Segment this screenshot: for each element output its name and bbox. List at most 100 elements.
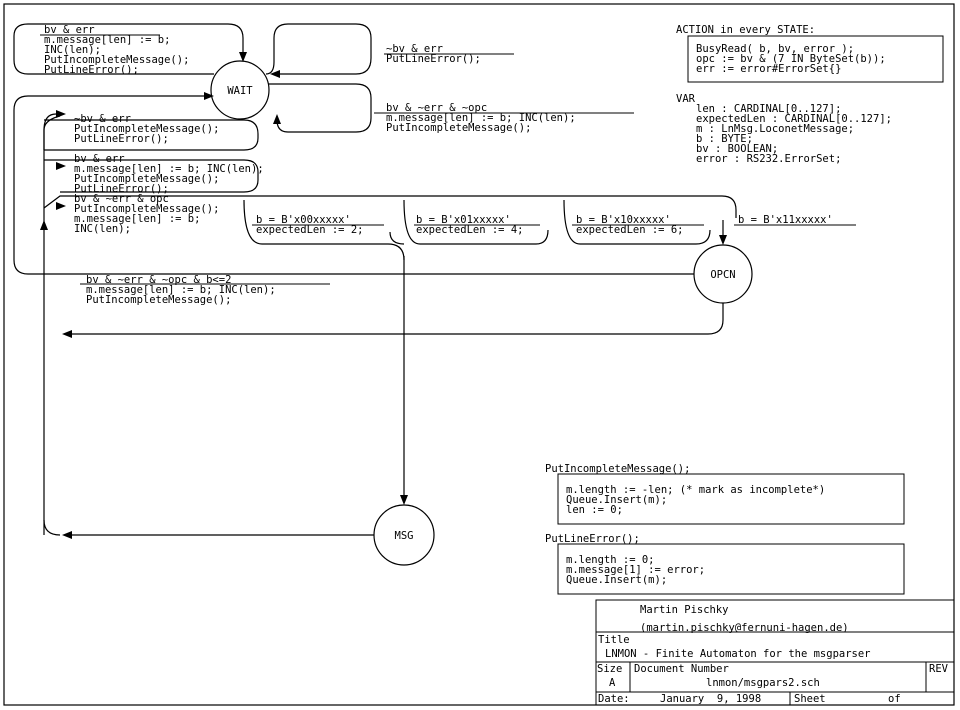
- label-t3-line: m.message[len] := b; INC(len);: [386, 112, 576, 124]
- label-t10: b = B'x11xxxxx': [738, 214, 833, 226]
- edge-msg-return-corner: [43, 519, 61, 536]
- label-t7-line: b = B'x00xxxxx': [256, 214, 351, 226]
- proc-lineerror-line: Queue.Insert(m);: [566, 574, 667, 586]
- label-t11-line: PutIncompleteMessage();: [86, 294, 231, 306]
- proc-incomplete-line: m.length := -len; (* mark as incomplete*…: [566, 484, 825, 496]
- edge-t2: [265, 23, 372, 75]
- edge-t9: [563, 199, 711, 245]
- title-block-frame: [595, 599, 955, 706]
- edge-t1: [13, 23, 244, 75]
- edge-msg-return-arrow: [62, 531, 72, 539]
- label-t2-line: ~bv & err: [386, 43, 443, 55]
- title-text: LNMON - Finite Automaton for the msgpars…: [605, 648, 871, 660]
- label-t1-line: PutLineError();: [44, 64, 139, 76]
- docnum-label: Document Number: [634, 663, 729, 675]
- proc-lineerror-box: [557, 543, 905, 595]
- edge-t6: [43, 195, 737, 218]
- label-t6-line: bv & ~err & opc: [74, 193, 169, 205]
- sheet-border: [3, 3, 955, 706]
- action-line: BusyRead( b, bv, error );: [696, 43, 854, 55]
- edge-opcn-to-wait: [13, 95, 694, 275]
- edge-opcn-return: [70, 303, 724, 335]
- author-email: (martin.pischky@fernuni-hagen.de): [640, 622, 849, 634]
- label-t7: b = B'x00xxxxx' expectedLen := 2;: [256, 214, 363, 236]
- edge-opcn-return-arrow: [62, 330, 72, 338]
- title-label: Title: [598, 634, 630, 646]
- proc-lineerror-header: PutLineError();: [545, 533, 640, 545]
- edge-t3: [268, 83, 372, 133]
- docnum-value: lnmon/msgpars2.sch: [706, 677, 820, 689]
- edge-t6-arrow: [56, 202, 66, 210]
- var-line: bv : BOOLEAN;: [696, 143, 778, 155]
- author-name: Martin Pischky: [640, 604, 729, 616]
- action-line: opc := bv & (7 IN ByteSet(b));: [696, 53, 886, 65]
- var-line: error : RS232.ErrorSet;: [696, 153, 841, 165]
- label-t4-line: ~bv & err: [74, 113, 131, 125]
- label-t8: b = B'x01xxxxx' expectedLen := 4;: [416, 214, 523, 236]
- label-t7-line: expectedLen := 2;: [256, 224, 363, 236]
- label-t3-line: PutIncompleteMessage();: [386, 122, 531, 134]
- proc-incomplete-line: len := 0;: [566, 504, 623, 516]
- label-t6-line: m.message[len] := b;: [74, 213, 200, 225]
- action-header: ACTION in every STATE:: [676, 24, 815, 36]
- label-t6: bv & ~err & opc PutIncompleteMessage(); …: [74, 193, 219, 235]
- state-msg-label: MSG: [395, 530, 414, 542]
- label-t9-line: expectedLen := 6;: [576, 224, 683, 236]
- label-t5-line: PutIncompleteMessage();: [74, 173, 219, 185]
- var-line: b : BYTE;: [696, 133, 753, 145]
- edge-to-msg-arrow: [400, 495, 408, 505]
- label-t11-line: m.message[len] := b; INC(len);: [86, 284, 276, 296]
- edge-return-bus: [43, 113, 57, 535]
- var-line: expectedLen : CARDINAL[0..127];: [696, 113, 892, 125]
- edge-left-up-arrow: [40, 220, 48, 230]
- var-line: m : LnMsg.LoconetMessage;: [696, 123, 854, 135]
- proc-incomplete-header: PutIncompleteMessage();: [545, 463, 690, 475]
- label-t5: bv & err m.message[len] := b; INC(len); …: [74, 153, 264, 195]
- label-t1-line: m.message[len] := b;: [44, 34, 170, 46]
- state-opcn-label: OPCN: [710, 269, 735, 281]
- label-t8-line: b = B'x01xxxxx': [416, 214, 511, 226]
- edge-t3-arrow: [273, 114, 281, 124]
- label-t6-line: PutIncompleteMessage();: [74, 203, 219, 215]
- label-t5-line: bv & err: [74, 153, 125, 165]
- label-t3-line: bv & ~err & ~opc: [386, 102, 487, 114]
- edge-t7: [243, 199, 405, 261]
- of-label: of: [888, 693, 901, 705]
- state-wait: [210, 60, 270, 120]
- proc-lineerror-line: m.message[1] := error;: [566, 564, 705, 576]
- label-t1-line: INC(len);: [44, 44, 101, 56]
- label-t11-line: bv & ~err & ~opc & b<=2: [86, 274, 231, 286]
- label-t9-line: b = B'x10xxxxx': [576, 214, 671, 226]
- edge-t5: [44, 159, 259, 193]
- date-value: January 9, 1998: [660, 693, 761, 705]
- label-t4-line: PutLineError();: [74, 133, 169, 145]
- label-t1: bv & err m.message[len] := b; INC(len); …: [44, 24, 189, 76]
- label-t9: b = B'x10xxxxx' expectedLen := 6;: [576, 214, 683, 236]
- label-t5-line: PutLineError();: [74, 183, 169, 195]
- size-value: A: [609, 677, 616, 689]
- label-t6-line: INC(len);: [74, 223, 131, 235]
- action-box: [687, 35, 944, 83]
- label-t11: bv & ~err & ~opc & b<=2 m.message[len] :…: [86, 274, 276, 306]
- edge-t4-b: [43, 115, 61, 150]
- proc-lineerror-line: m.length := 0;: [566, 554, 655, 566]
- rev-label: REV: [929, 663, 949, 675]
- edge-t10-arrow: [719, 235, 727, 245]
- label-t2-line: PutLineError();: [386, 53, 481, 65]
- action-line: err := error#ErrorSet{}: [696, 63, 841, 75]
- label-t8-line: expectedLen := 4;: [416, 224, 523, 236]
- edge-t2-arrow: [270, 70, 280, 78]
- label-t1-line: PutIncompleteMessage();: [44, 54, 189, 66]
- label-t3: bv & ~err & ~opc m.message[len] := b; IN…: [386, 102, 576, 134]
- edge-t4: [44, 119, 259, 151]
- edge-t5-arrow: [56, 162, 66, 170]
- edge-return-bus-arrow: [56, 110, 66, 118]
- state-wait-label: WAIT: [227, 85, 253, 97]
- label-t10-line: b = B'x11xxxxx': [738, 214, 833, 226]
- label-t1-line: bv & err: [44, 24, 95, 36]
- size-label: Size: [597, 663, 622, 675]
- proc-incomplete-line: Queue.Insert(m);: [566, 494, 667, 506]
- label-t4-line: PutIncompleteMessage();: [74, 123, 219, 135]
